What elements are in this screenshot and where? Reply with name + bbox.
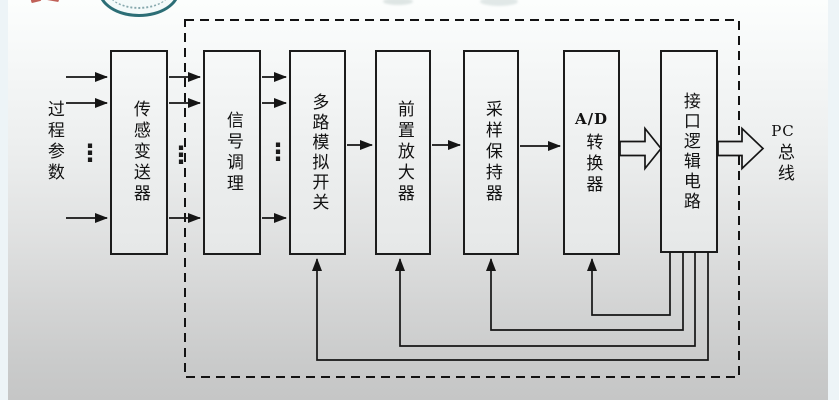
seal-logo-inner-ring <box>107 0 171 9</box>
box-ad-converter-sublabel: 转换器 <box>582 132 603 196</box>
box-signal-conditioning: 信号调理 <box>203 50 261 255</box>
pc-bus-label-cjk: 总线 <box>773 143 794 185</box>
red-text-remnant <box>29 0 65 5</box>
box-signal-conditioning-label: 信号调理 <box>222 110 243 195</box>
box-ad-converter-label: A/D <box>574 109 609 128</box>
channel-ellipsis-middle: ⋮ <box>169 141 193 169</box>
box-interface-logic: 接口逻辑电路 <box>660 50 718 253</box>
title-text-remnant-right <box>480 0 518 6</box>
box-interface-logic-label: 接口逻辑电路 <box>679 91 700 212</box>
process-parameters-label: 过程参数 <box>43 100 64 184</box>
box-analog-switch: 多路模拟开关 <box>289 50 346 255</box>
box-sensor-transmitter: 传感变送器 <box>110 50 168 255</box>
channel-ellipsis-right: ⋮ <box>266 138 290 166</box>
pc-bus-label-latin: PC <box>771 122 795 140</box>
title-text-remnant-left <box>383 0 413 5</box>
seal-logo-icon <box>98 0 180 17</box>
channel-ellipsis-left: ⋮ <box>78 139 102 167</box>
box-analog-switch-label: 多路模拟开关 <box>308 92 329 213</box>
box-sample-hold: 采样保持器 <box>463 50 519 255</box>
box-ad-converter: A/D 转换器 <box>563 50 620 255</box>
box-preamplifier: 前置放大器 <box>375 50 431 255</box>
box-sample-hold-label: 采样保持器 <box>481 100 502 205</box>
pc-bus-label: PC 总线 <box>769 122 797 185</box>
box-sensor-transmitter-label: 传感变送器 <box>129 100 150 205</box>
box-preamplifier-label: 前置放大器 <box>393 100 414 205</box>
